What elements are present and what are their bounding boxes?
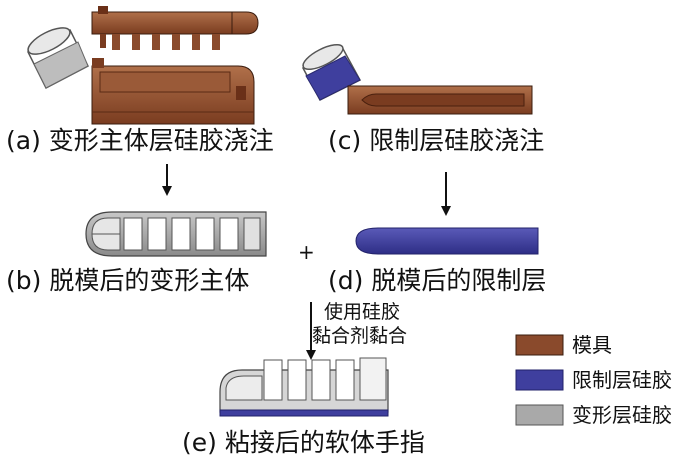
arrow-a-to-b [162, 164, 172, 196]
soft-finger [219, 357, 389, 417]
legend-label-mold: 模具 [572, 333, 612, 357]
mold-lower-part [91, 58, 255, 125]
mold-limiting-layer [347, 85, 533, 115]
label-b: (b) 脱模后的变形主体 [6, 266, 250, 295]
legend-swatch-mold [515, 334, 564, 356]
plus-sign: + [298, 240, 315, 264]
legend-label-deformation: 变形层硅胶 [572, 403, 672, 427]
adhesive-note-line1: 使用硅胶 [324, 301, 401, 323]
arrow-to-e [306, 302, 316, 360]
legend-swatch-limiting [515, 369, 564, 391]
label-c: (c) 限制层硅胶浇注 [328, 126, 545, 155]
silicone-cup-blue [301, 43, 362, 101]
legend-swatch-deformation [515, 404, 564, 426]
arrow-c-to-d [441, 172, 451, 216]
legend-label-limiting: 限制层硅胶 [572, 368, 672, 392]
limiting-layer [355, 227, 539, 255]
label-a: (a) 变形主体层硅胶浇注 [6, 126, 274, 155]
mold-upper-part [91, 6, 259, 50]
deformation-body [85, 211, 267, 257]
label-d: (d) 脱模后的限制层 [328, 266, 547, 295]
adhesive-note-line2: 黏合剂黏合 [312, 325, 408, 347]
label-e: (e) 粘接后的软体手指 [182, 428, 425, 457]
silicone-cup-grey [27, 27, 89, 90]
